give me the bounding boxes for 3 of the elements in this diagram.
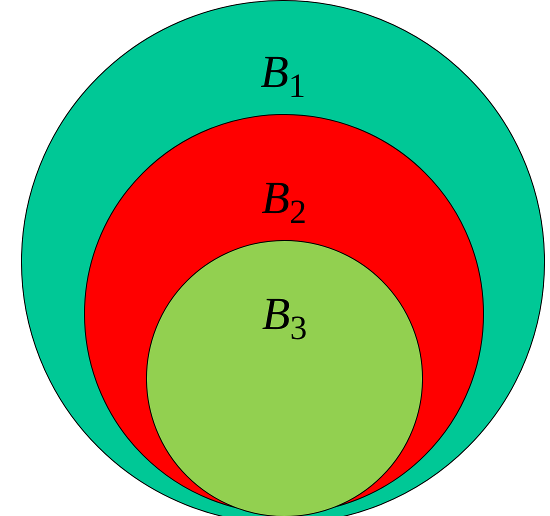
set-label: B$_{2}$: [261, 175, 307, 230]
set-label: B$_{3}$: [262, 291, 308, 346]
set-label: B$_{1}$: [260, 49, 306, 104]
